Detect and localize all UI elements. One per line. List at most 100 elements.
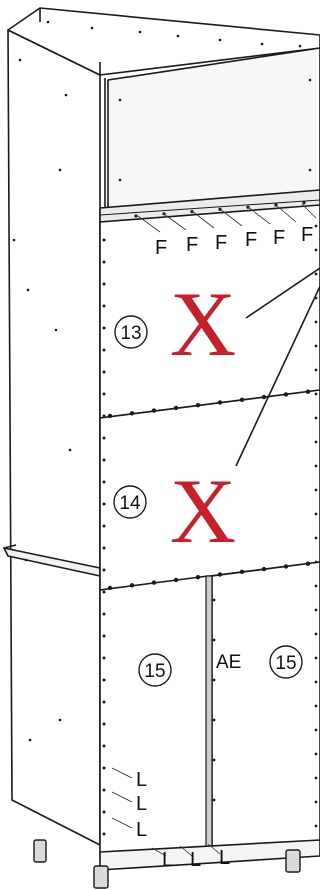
part-14-circle <box>113 485 147 519</box>
part-callouts <box>113 315 303 687</box>
niche-shelf <box>99 189 320 223</box>
dowel-hole <box>298 44 302 48</box>
dowel-hole <box>314 440 318 444</box>
dowel-hole <box>314 608 318 612</box>
dowel-hole <box>217 572 223 577</box>
hinge-labels: F F F F F F <box>155 224 313 259</box>
dowel-hole <box>314 656 318 660</box>
dowel-hole <box>102 568 106 572</box>
back-panel <box>107 47 320 209</box>
dowel-hole <box>138 30 142 34</box>
dowel-hole <box>314 272 318 276</box>
dowel-hole <box>151 580 157 585</box>
dowel-hole <box>314 464 318 468</box>
bottom-label: L <box>190 849 201 871</box>
dowel-hole <box>102 348 106 352</box>
dowel-hole <box>102 436 106 440</box>
dowel-hole <box>314 680 318 684</box>
dowel-hole <box>314 488 318 492</box>
dowel-hole <box>283 564 289 569</box>
dowel-hole <box>314 392 318 396</box>
cabinet-carcass <box>3 7 320 846</box>
dowel-hole <box>173 405 179 411</box>
dowel-hole <box>24 558 28 562</box>
dowel-hole <box>58 168 62 172</box>
glue-code-label: AE <box>216 652 241 673</box>
bottom-labels: L L L L L L <box>136 769 230 871</box>
dowel-hole <box>314 824 318 828</box>
dowel-hole <box>129 411 135 416</box>
dowel-hole <box>26 288 30 292</box>
dowel-hole <box>218 38 222 42</box>
base-rail <box>99 839 320 871</box>
dowel-hole <box>314 704 318 708</box>
dowel-hole <box>314 560 318 564</box>
dowel-hole <box>283 392 289 397</box>
dowel-hole <box>239 569 245 574</box>
dowel-hole <box>212 598 216 602</box>
dowel-hole <box>314 776 318 780</box>
dowel-hole <box>212 638 216 642</box>
hinge-label: F <box>273 227 285 249</box>
x-mark-14: X <box>170 460 236 562</box>
dowel-hole <box>129 583 135 588</box>
dowel-hole <box>18 58 22 62</box>
dowel-hole <box>102 282 106 286</box>
hinge-label: F <box>215 232 227 254</box>
dowel-hole <box>12 238 16 242</box>
bottom-label: L <box>136 819 147 841</box>
dowel-hole <box>314 632 318 636</box>
dowel-hole <box>314 320 318 324</box>
dowel-hole <box>261 566 267 572</box>
door-panel-15-left <box>99 575 209 859</box>
door-panel-15-right <box>211 561 320 853</box>
dowel-hole <box>102 810 106 814</box>
legs <box>33 839 301 889</box>
dowel-hole <box>314 224 318 228</box>
dowel-hole <box>102 238 106 242</box>
dowel-hole <box>28 738 32 742</box>
dowel-hole <box>102 700 106 704</box>
dowel-hole <box>102 480 106 484</box>
dowel-hole <box>260 42 264 46</box>
dowel-hole <box>151 408 157 413</box>
dowel-hole <box>102 414 106 418</box>
hinge-leaders <box>137 203 317 233</box>
dowel-hole <box>68 448 72 452</box>
left-side-panel <box>7 29 101 846</box>
leg-back-left <box>33 839 47 863</box>
dowel-hole <box>239 397 245 402</box>
dowel-hole <box>102 524 106 528</box>
dowel-hole <box>195 575 201 580</box>
dowel-hole <box>102 634 106 638</box>
part-15-left-number: 15 <box>144 661 165 682</box>
dowel-hole <box>314 248 318 252</box>
dowel-hole <box>190 210 194 214</box>
dowel-hole <box>314 512 318 516</box>
dowel-hole <box>64 93 68 97</box>
dowel-hole <box>54 328 58 332</box>
dowel-hole <box>107 585 113 591</box>
dowel-hole <box>314 584 318 588</box>
part-15-left-circle <box>138 653 172 687</box>
bottom-leaders <box>111 767 221 857</box>
dowel-hole <box>314 368 318 372</box>
dowel-hole <box>58 718 62 722</box>
hinge-label: F <box>155 237 167 259</box>
hinge-label: F <box>245 229 257 251</box>
dowel-hole <box>102 590 106 594</box>
door-panel-14 <box>99 389 320 591</box>
dowel-hole <box>90 26 94 30</box>
dowel-hole <box>314 536 318 540</box>
part-15-right-circle <box>269 645 303 679</box>
dowel-hole <box>212 798 216 802</box>
dowel-hole <box>314 800 318 804</box>
dowel-hole <box>212 758 216 762</box>
dowel-hole <box>302 201 306 205</box>
part-13-circle <box>114 315 148 349</box>
dowel-hole <box>314 752 318 756</box>
dowel-hole <box>102 260 106 264</box>
dowel-hole <box>102 546 106 550</box>
dowel-hole <box>102 788 106 792</box>
dowel-hole <box>102 326 106 330</box>
